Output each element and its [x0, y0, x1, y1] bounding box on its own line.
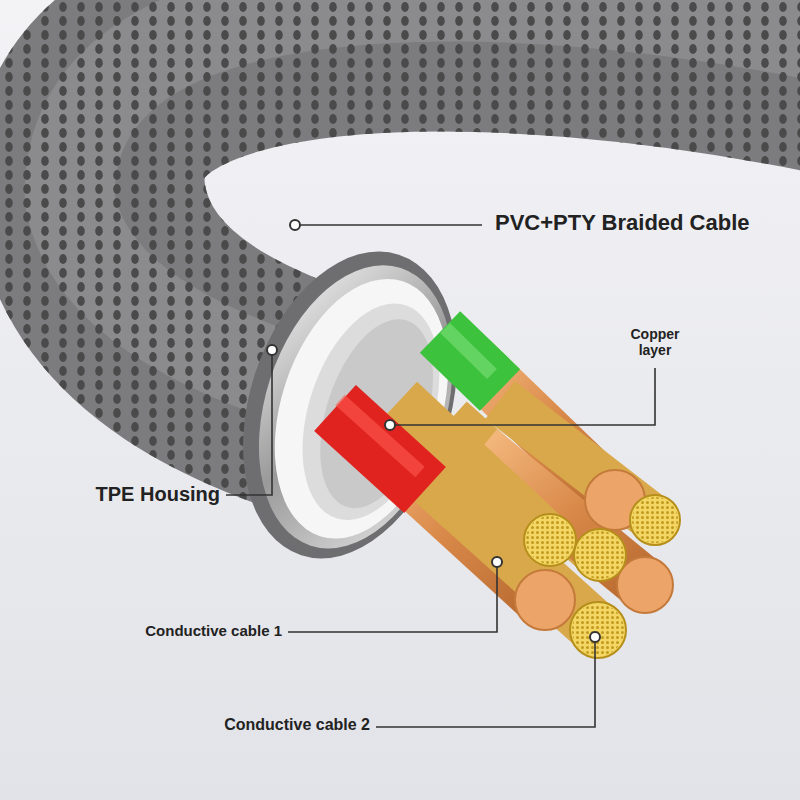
callout-label: PVC+PTY Braided Cable	[495, 210, 795, 235]
braided-sheath	[70, 0, 800, 412]
callout-label: Conductive cable 1	[80, 622, 282, 639]
conductors	[335, 328, 655, 630]
callout-label: Conductive cable 2	[150, 716, 370, 734]
conductor-ends	[515, 470, 680, 658]
leader-lines	[226, 225, 655, 727]
callout-label: TPE Housing	[20, 483, 220, 506]
callout-label: Copper layer	[624, 326, 686, 358]
leader-dots	[267, 220, 600, 642]
